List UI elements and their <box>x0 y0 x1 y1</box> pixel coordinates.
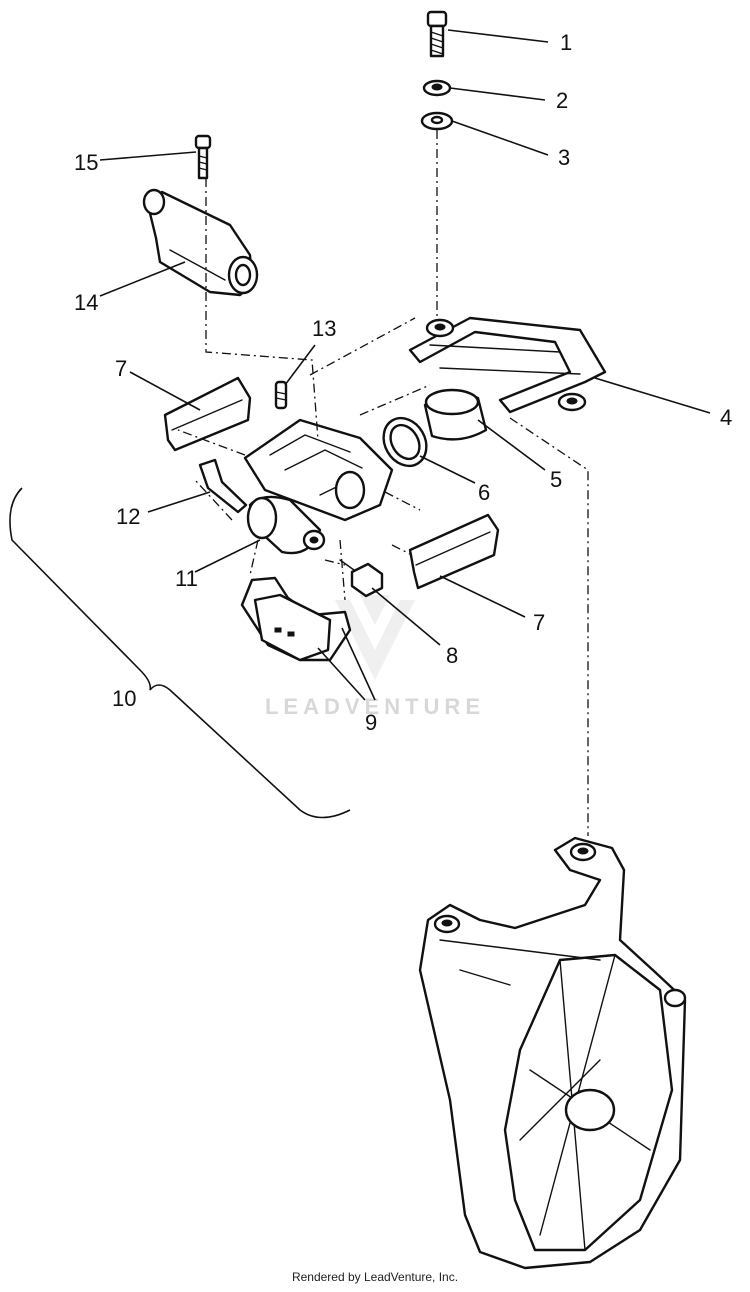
callout-2: 2 <box>556 88 568 113</box>
part-bracket <box>408 316 607 414</box>
callout-9: 9 <box>365 710 377 735</box>
part-pad-shim-right <box>408 513 500 590</box>
part-fitting-housing <box>142 188 259 297</box>
callout-11: 11 <box>175 566 198 591</box>
watermark-logo <box>335 595 415 680</box>
callout-5: 5 <box>550 467 562 492</box>
part-piston <box>423 388 488 441</box>
assembly-brace <box>9 487 351 819</box>
part-brake-pads <box>240 576 352 662</box>
part-flat-washer <box>420 111 454 131</box>
callout-3: 3 <box>558 145 570 170</box>
part-long-bolt <box>194 134 212 180</box>
callout-4: 4 <box>720 405 732 430</box>
part-caliper-body <box>243 418 394 522</box>
watermark-text: LEADVENTURE <box>265 694 485 719</box>
part-hose <box>198 458 248 514</box>
assembly-centerlines <box>177 178 589 836</box>
part-seal-ring <box>382 416 428 468</box>
callout-7a: 7 <box>115 356 127 381</box>
callout-14: 14 <box>74 290 98 315</box>
part-lock-washer <box>422 79 452 97</box>
callout-1: 1 <box>560 30 572 55</box>
callout-13: 13 <box>312 316 336 341</box>
callout-6: 6 <box>478 480 490 505</box>
leader-lines <box>99 29 711 701</box>
callout-15: 15 <box>74 150 98 175</box>
callout-8: 8 <box>446 643 458 668</box>
callout-10: 10 <box>112 686 136 711</box>
callout-12: 12 <box>116 504 140 529</box>
part-main-housing <box>418 836 687 1270</box>
part-bolt <box>426 10 448 58</box>
part-bleed-screw <box>274 380 288 410</box>
part-caliper-housing <box>246 495 326 555</box>
callout-7b: 7 <box>533 610 545 635</box>
footer-credit: Rendered by LeadVenture, Inc. <box>291 1270 459 1284</box>
part-pad-shim-left <box>163 376 252 452</box>
